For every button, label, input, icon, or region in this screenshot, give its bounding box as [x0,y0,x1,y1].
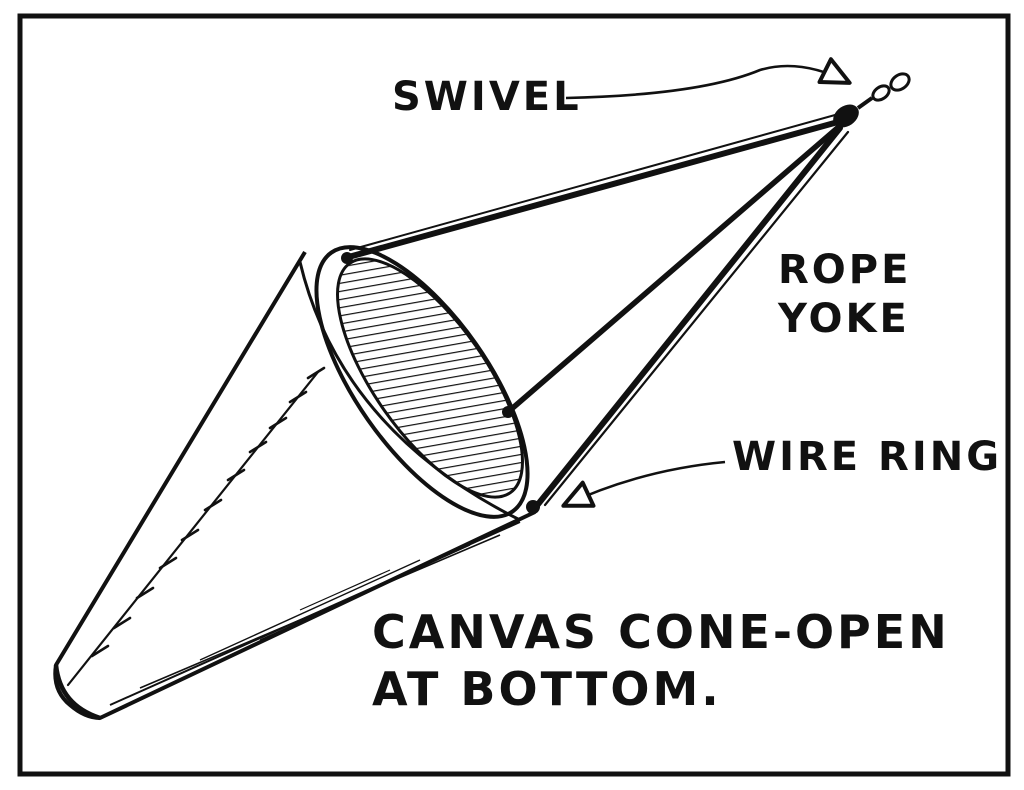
cone-seam-stitching [66,366,326,687]
swivel [833,72,911,128]
label-canvas-cone: CANVAS CONE-OPEN [372,605,950,659]
wire-ring-leader-arrow [561,460,726,508]
canvas-cone [53,250,536,721]
yoke-knot-middle [502,406,514,418]
label-wire-ring: WIRE RING [732,434,1002,480]
rope-yoke [342,114,850,511]
label-swivel: SWIVEL [392,74,582,120]
label-rope: ROPE [778,247,911,293]
yoke-knot-bottom [526,500,540,514]
label-at-bottom: AT BOTTOM. [372,662,722,716]
label-yoke: YOKE [777,296,910,342]
swivel-leader-arrow [565,57,852,100]
yoke-knot-top [341,252,353,264]
diagram-frame [17,13,1011,777]
